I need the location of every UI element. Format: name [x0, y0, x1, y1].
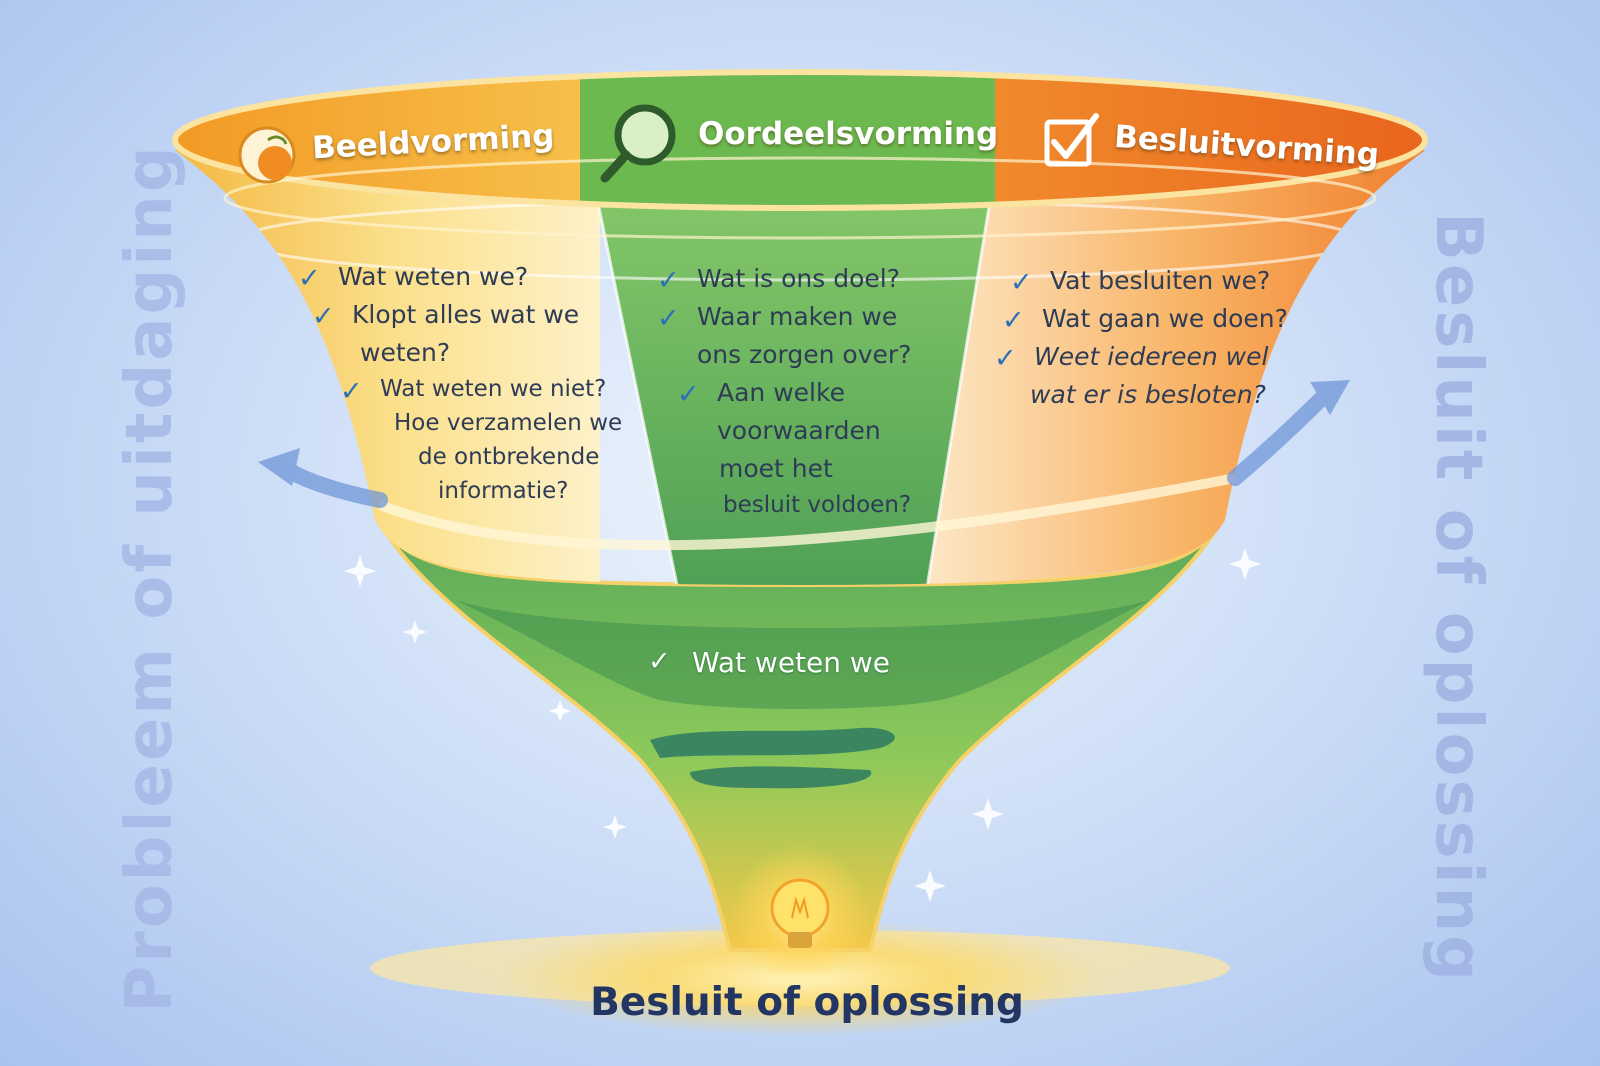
bottom-title: Besluit of oplossing [590, 980, 1024, 1025]
check-icon: ✓ [994, 343, 1017, 374]
list-item: Hoe verzamelen we [394, 410, 623, 437]
check-icon: ✓ [1002, 305, 1025, 336]
check-icon: ✓ [312, 301, 335, 332]
check-icon: ✓ [340, 376, 363, 407]
header-oordeelsvorming: Oordeelsvorming [698, 116, 999, 152]
section-oordeel [585, 150, 1000, 585]
funnel-middle-band [455, 600, 1150, 709]
list-item: besluit voldoen? [723, 492, 912, 518]
check-icon: ✓ [657, 303, 680, 334]
swirl-band [378, 473, 1236, 551]
list-item: ons zorgen over? [697, 340, 912, 369]
question-list-besluitvorming: ✓Vat besluiten we? ✓Wat gaan we doen? ✓W… [994, 262, 1288, 414]
list-item: de ontbrekende [418, 444, 600, 471]
list-item: voorwaarden [717, 416, 881, 445]
side-label-left: Probleem of uitdaging [113, 143, 187, 1013]
list-item: ✓Klopt alles wat we [312, 296, 622, 334]
list-item: ✓Wat gaan we doen? [1002, 300, 1288, 338]
list-item: ✓Aan welke [677, 374, 911, 412]
list-item: informatie? [438, 478, 569, 505]
magnifier-icon [600, 104, 676, 183]
list-item: weten? [360, 338, 451, 367]
list-item: moet het [719, 454, 833, 483]
question-list-oordeelsvorming: ✓Wat is ons doel? ✓Waar maken we ons zor… [657, 260, 912, 522]
list-item: ✓Waar maken we [657, 298, 911, 336]
check-icon: ✓ [657, 265, 680, 296]
rim-edge [172, 69, 1428, 211]
list-item: ✓Vat besluiten we? [1010, 262, 1288, 300]
check-icon: ✓ [1010, 267, 1033, 298]
question-list-beeldvorming: ✓Wat weten we? ✓Klopt alles wat we weten… [298, 258, 623, 508]
list-item: ✓Weet iedereen wel [994, 338, 1288, 376]
arrow-left [258, 448, 388, 508]
check-icon: ✓ [298, 263, 321, 294]
list-item: ✓Wat weten we niet? [340, 372, 622, 407]
list-item: ✓Wat is ons doel? [657, 260, 911, 298]
lightbulb-icon [770, 878, 830, 948]
checkbox-icon [1044, 113, 1099, 167]
arrow-right [1227, 380, 1350, 486]
sparkles [344, 548, 1261, 902]
check-icon: ✓ [677, 379, 700, 410]
orange-fruit-icon [238, 126, 296, 184]
side-label-right: Besluit of oplossing [1421, 212, 1495, 984]
middle-question: ✓Wat weten we [648, 646, 891, 679]
list-item: ✓Wat weten we? [298, 258, 622, 296]
check-icon: ✓ [648, 646, 671, 677]
redacted-scribble [650, 727, 895, 789]
list-item: wat er is besloten? [1030, 380, 1266, 409]
